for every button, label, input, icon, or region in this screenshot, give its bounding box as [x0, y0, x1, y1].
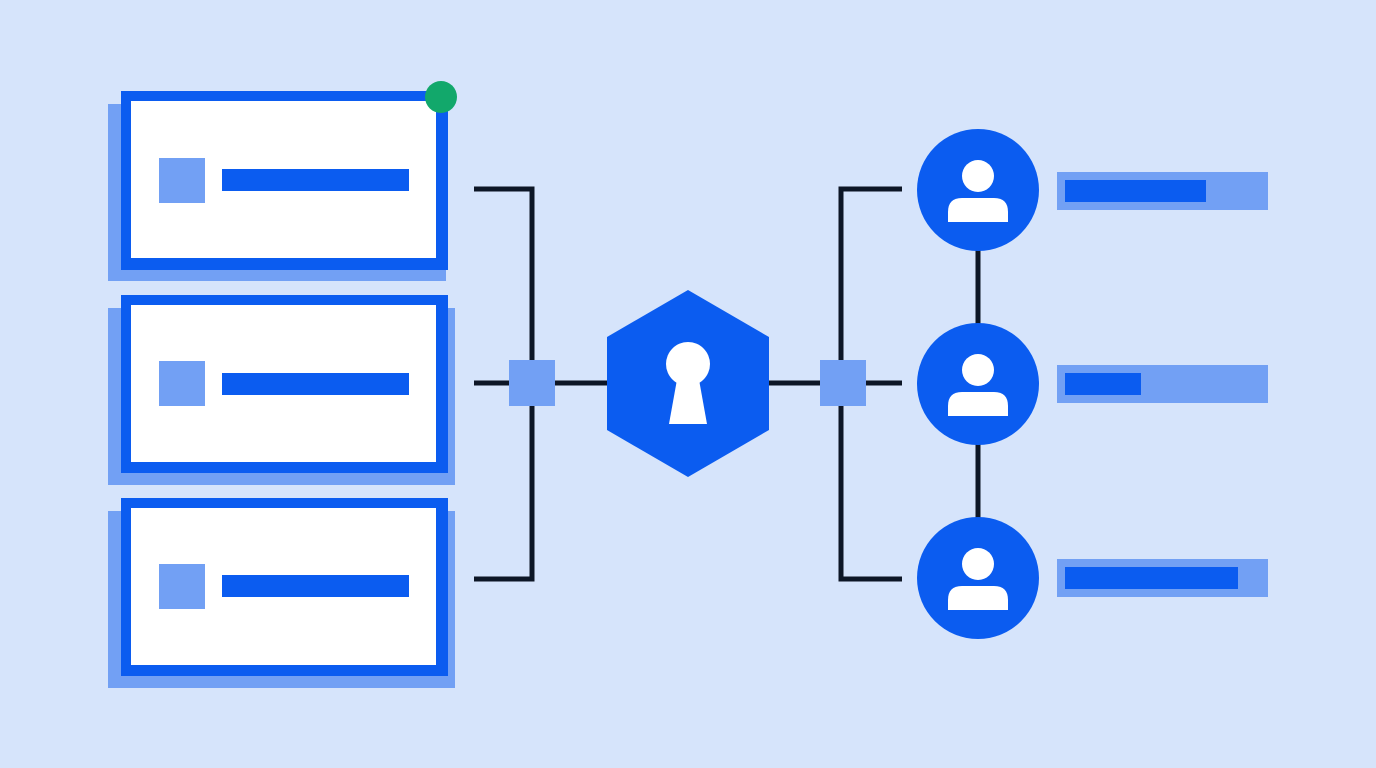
card-thumbnail: [159, 361, 205, 406]
online-status-dot: [425, 81, 457, 113]
card-title-bar: [222, 169, 409, 191]
lock-hub: [607, 290, 769, 477]
user-node: [917, 323, 1268, 445]
resource-card: [108, 498, 455, 688]
card-thumbnail: [159, 564, 205, 609]
user-node: [917, 517, 1268, 639]
card-title-bar: [222, 373, 409, 395]
keyhole-icon: [666, 342, 710, 424]
user-icon: [948, 548, 1008, 610]
card-thumbnail: [159, 158, 205, 203]
resource-card: [108, 81, 457, 281]
left-junction-node: [509, 360, 555, 406]
user-icon: [948, 160, 1008, 222]
user-label-fill: [1065, 373, 1141, 395]
card-title-bar: [222, 575, 409, 597]
right-junction-node: [820, 360, 866, 406]
user-label-fill: [1065, 180, 1206, 202]
user-label-fill: [1065, 567, 1238, 589]
user-icon: [948, 354, 1008, 416]
user-node: [917, 129, 1268, 251]
resource-card: [108, 295, 455, 485]
